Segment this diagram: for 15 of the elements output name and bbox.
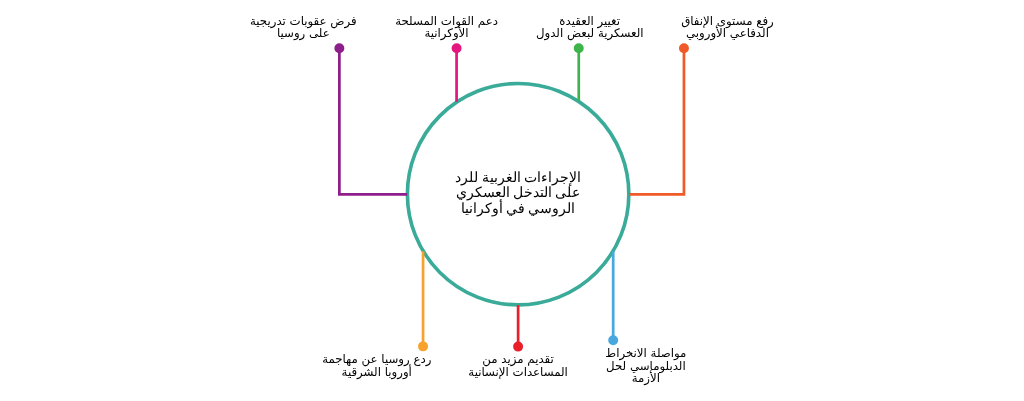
connector — [573, 43, 584, 101]
connector — [334, 43, 408, 196]
node-text: مواصلة الانخراط الدبلوماسي لحل الأزمة — [605, 346, 687, 386]
connector — [629, 43, 689, 196]
node-text: تغيير العقيدة العسكرية لبعض الدول — [535, 13, 644, 41]
connector — [418, 251, 429, 352]
connector — [608, 251, 619, 346]
node-text: تقديم مزيد من المساعدات الإنسانية — [468, 352, 568, 380]
node-text: رفع مستوى الإنفاق الدفاعي الأوروبي — [681, 13, 774, 41]
node-text: ردع روسيا عن مهاجمة أوروبا الشرقية — [322, 352, 432, 380]
node-circle: الإجراءات الغربية للرد على التدخل العسكري الروسي في أوكرانيا — [405, 81, 631, 307]
connector — [513, 305, 524, 352]
node-text: دعم القوات المسلحة الأوكرانية — [395, 13, 498, 41]
connector — [451, 43, 462, 102]
node-text: فرض عقوبات تدريجية على روسيا — [250, 13, 357, 41]
